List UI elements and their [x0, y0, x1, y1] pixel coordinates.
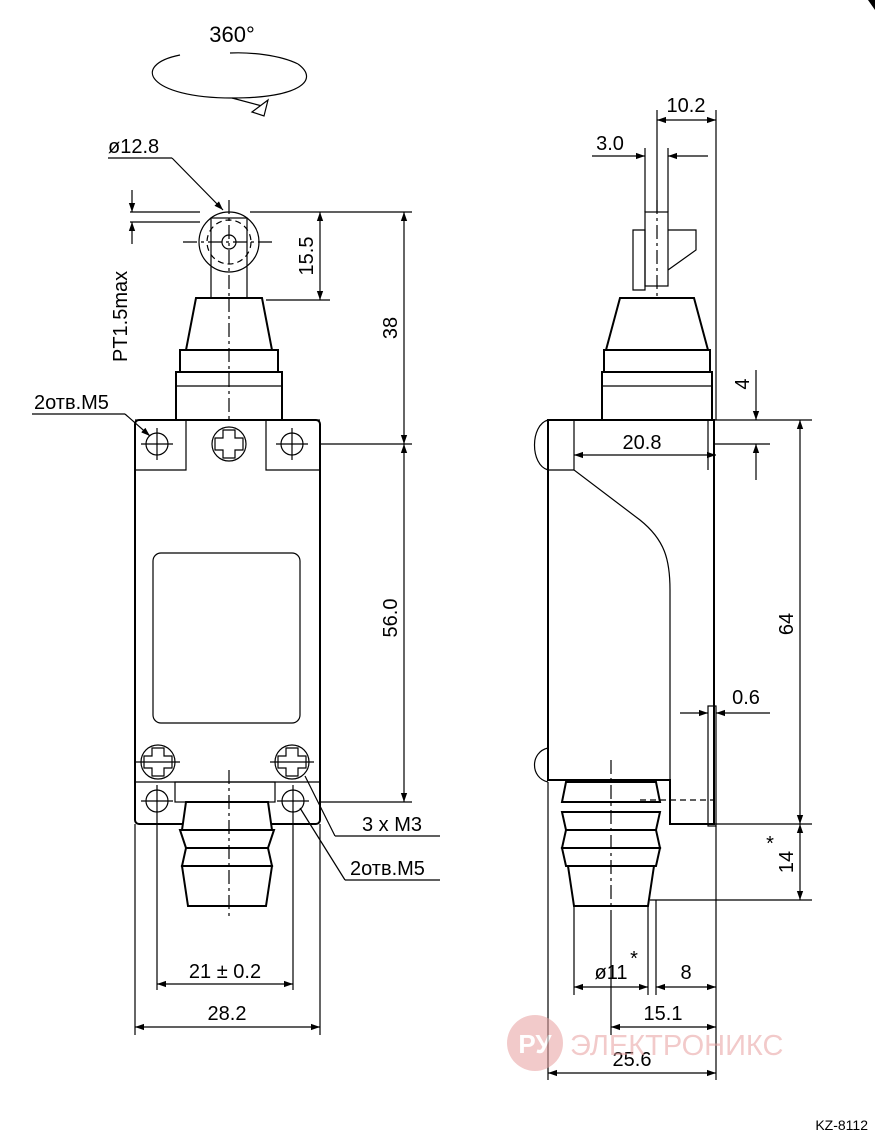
roller-width-label: 3.0: [596, 133, 624, 155]
front-view: [134, 200, 321, 990]
rotation-arrow-icon: [151, 52, 308, 117]
side-dimensions: [547, 110, 812, 1080]
pretravel-label: PT1.5max: [110, 271, 132, 362]
front-dimensions: [32, 157, 440, 1035]
roller-height-label: 15.5: [296, 237, 318, 276]
mount-holes-bottom-label: 2отв.M5: [350, 858, 425, 880]
gland-length-label: 14: [776, 851, 798, 873]
roller-offset-label: 10.2: [667, 95, 706, 117]
actuator-height-label: 38: [380, 317, 402, 339]
side-view: [533, 200, 717, 918]
watermark-logo-text: РУ: [518, 1029, 552, 1059]
body-height-side-label: 64: [776, 613, 798, 635]
screws-label: 3 x M3: [362, 814, 422, 836]
model-code: KZ-8112: [815, 1117, 868, 1133]
body-height-label: 56.0: [380, 599, 402, 638]
watermark-logo: РУ ЭЛЕКТРОНИКС: [507, 1015, 783, 1071]
gland-center-label: 15.1: [644, 1003, 683, 1025]
rotation-label: 360°: [209, 22, 255, 47]
body-depth-label: 25.6: [613, 1049, 652, 1071]
gland-diameter-label: ø11: [595, 962, 628, 984]
corner-mark: [868, 0, 875, 10]
watermark-brand-text: ЭЛЕКТРОНИКС: [570, 1030, 783, 1062]
gland-offset-label: 8: [680, 962, 691, 984]
mount-holes-top-label: 2отв.M5: [34, 392, 109, 414]
roller-diameter-label: ø12.8: [108, 136, 159, 158]
flange-thickness-label: 4: [732, 378, 754, 389]
gland-length-mark: *: [766, 833, 774, 855]
gland-diameter-mark: *: [630, 948, 638, 970]
hole-spacing-label: 21 ± 0.2: [189, 961, 261, 983]
plate-gap-label: 0.6: [732, 687, 760, 709]
body-width-label: 28.2: [208, 1003, 247, 1025]
head-width-label: 20.8: [623, 432, 662, 454]
